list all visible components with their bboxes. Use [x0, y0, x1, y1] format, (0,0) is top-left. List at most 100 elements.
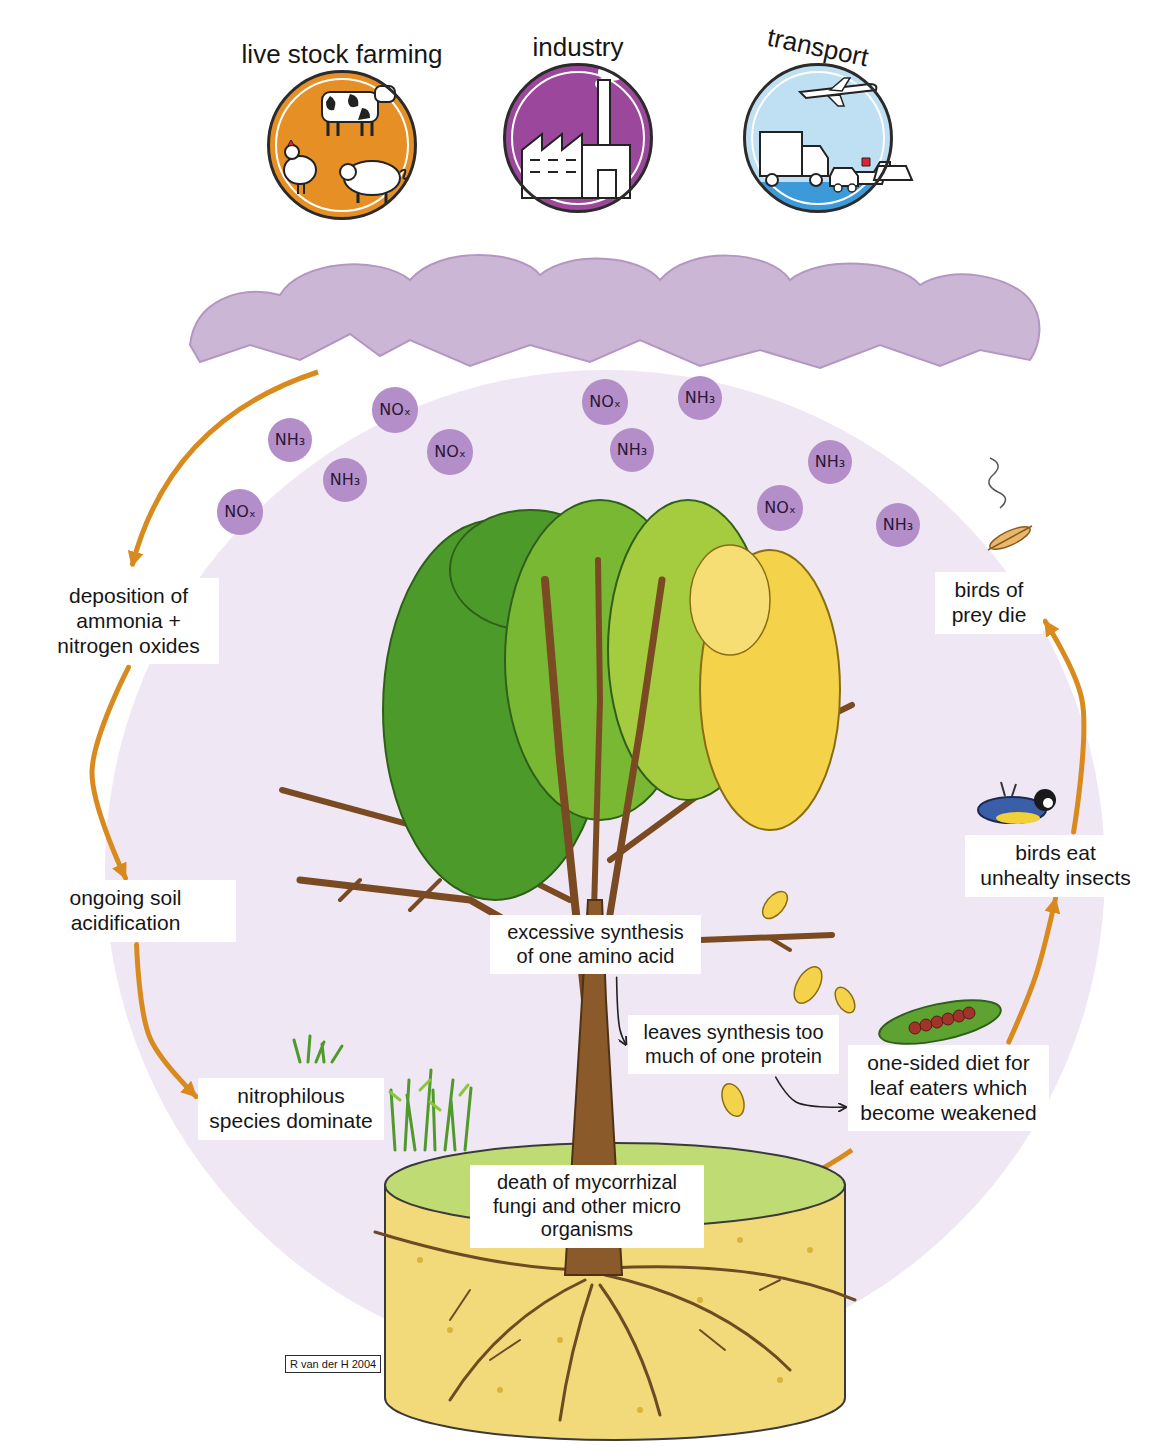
dead-bird: [978, 782, 1056, 824]
flow-arrow: [137, 945, 196, 1097]
node-label: NH₃: [815, 452, 845, 471]
soil-cylinder: [737, 1237, 743, 1243]
livestock-icon: [358, 193, 386, 203]
tree: [718, 1081, 748, 1120]
livestock-icon: [269, 72, 415, 218]
falling-feather: [987, 458, 1033, 554]
node-label: NH₃: [883, 515, 913, 534]
caterpillar-on-leaf: [909, 1022, 921, 1034]
livestock-icon: [375, 86, 395, 102]
node-label: R van der H 2004: [290, 1358, 376, 1370]
transport-icon: [874, 166, 912, 180]
dead-bird: [1034, 789, 1056, 811]
livestock-icon: [288, 140, 294, 145]
signature-box: R van der H 2004: [285, 1355, 381, 1373]
livestock-icon: [284, 156, 316, 184]
pollutant-dot: NOₓ: [217, 489, 263, 535]
livestock-icon: [322, 92, 378, 122]
pollutant-dot: NOₓ: [427, 429, 473, 475]
node-label: NOₓ: [764, 498, 796, 517]
transport-icon: [848, 184, 856, 192]
caterpillar-on-leaf: [931, 1016, 943, 1028]
process-box: excessive synthesis of one amino acid: [490, 915, 701, 974]
process-box: birds of prey die: [935, 572, 1043, 634]
tree: [282, 500, 859, 1275]
source-circle: transport: [743, 63, 893, 213]
caterpillar-on-leaf: [963, 1007, 975, 1019]
background-disc: [105, 370, 1105, 1370]
industry-icon: [512, 72, 644, 204]
industry-icon: [505, 52, 651, 211]
pollution-cloud: [190, 255, 1039, 368]
soil-cylinder: [375, 1143, 855, 1440]
process-box: leaves synthesis too much of one protein: [628, 1015, 839, 1074]
pollutant-dot: NOₓ: [372, 387, 418, 433]
transport-icon: [810, 174, 822, 186]
soil-cylinder: [600, 1285, 660, 1415]
node-label: birds eat unhealty insects: [973, 841, 1138, 891]
livestock-icon: [285, 145, 299, 159]
process-box: one-sided diet for leaf eaters which bec…: [848, 1045, 1049, 1131]
node-label: NH₃: [330, 470, 360, 489]
transport-icon: [862, 158, 870, 166]
soil-cylinder: [777, 1377, 783, 1383]
dead-bird: [996, 812, 1040, 824]
industry-icon: [598, 170, 616, 198]
soil-cylinder: [450, 1280, 780, 1360]
soil-cylinder: [417, 1257, 423, 1263]
caterpillar-on-leaf: [876, 992, 1005, 1053]
process-box: death of mycorrhizal fungi and other mic…: [470, 1165, 704, 1248]
node-label: deposition of ammonia + nitrogen oxides: [46, 584, 211, 658]
node-label: NH₃: [685, 388, 715, 407]
transport-icon: [802, 146, 828, 176]
node-label: live stock farming: [242, 40, 443, 69]
node-label: NH₃: [617, 440, 647, 459]
nitrophilous-plants: [391, 1070, 471, 1150]
caterpillar-on-leaf: [942, 1013, 954, 1025]
dead-bird: [1001, 782, 1016, 796]
falling-feather: [989, 458, 1006, 508]
transport-icon: [830, 168, 858, 186]
node-label: death of mycorrhizal fungi and other mic…: [478, 1171, 696, 1242]
flow-arrow: [776, 1077, 846, 1107]
soil-cylinder: [608, 1267, 855, 1300]
livestock-icon: [269, 72, 415, 218]
flow-arrow: [1009, 899, 1056, 1042]
tree: [831, 984, 859, 1016]
industry-icon: [530, 160, 576, 172]
source-circle: industry: [503, 63, 653, 213]
industry-icon: [505, 65, 651, 211]
node-label: industry: [532, 33, 623, 62]
node-label: NOₓ: [224, 502, 256, 521]
pollutant-dot: NH₃: [678, 376, 722, 420]
node-label: NOₓ: [589, 392, 621, 411]
industry-icon: [582, 145, 630, 198]
flow-arrow: [1045, 621, 1084, 832]
soil-cylinder: [697, 1297, 703, 1303]
caterpillar-on-leaf: [909, 1007, 975, 1034]
transport-icon: [740, 65, 912, 222]
node-label: one-sided diet for leaf eaters which bec…: [856, 1051, 1041, 1125]
falling-feather: [988, 526, 1032, 550]
node-label: NOₓ: [434, 442, 466, 461]
dead-bird: [1043, 798, 1053, 808]
caterpillar-on-leaf: [920, 1019, 932, 1031]
livestock-icon: [276, 79, 408, 211]
livestock-icon: [328, 122, 372, 136]
transport-icon: [834, 184, 842, 192]
soil-cylinder: [637, 1407, 643, 1413]
soil-cylinder: [450, 1280, 585, 1400]
pollutant-dot: NH₃: [808, 440, 852, 484]
process-box: deposition of ammonia + nitrogen oxides: [38, 578, 219, 664]
pollutant-dot: NOₓ: [582, 379, 628, 425]
pollutant-dot: NH₃: [268, 418, 312, 462]
tree: [718, 887, 859, 1119]
livestock-icon: [340, 164, 356, 180]
node-label: transport: [765, 23, 871, 72]
transport-icon: [828, 78, 850, 106]
industry-icon: [522, 134, 582, 198]
node-label: leaves synthesis too much of one protein: [636, 1021, 831, 1068]
process-box: birds eat unhealty insects: [965, 835, 1146, 897]
process-box: nitrophilous species dominate: [198, 1078, 384, 1140]
falling-feather: [987, 522, 1033, 553]
